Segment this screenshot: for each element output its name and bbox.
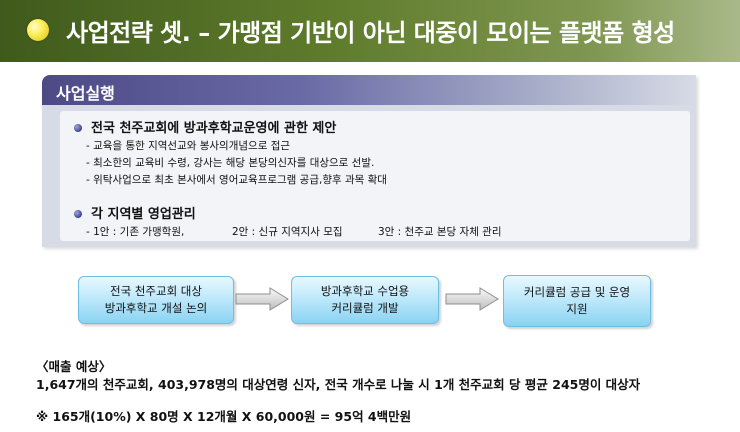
bullet-icon [74,209,82,218]
flow-step-text: 방과후학교 개설 논의 [104,301,208,315]
section-heading: 각 지역별 영업관리 [74,203,196,222]
option-item: 3안 : 천주교 본당 자체 관리 [378,226,502,238]
business-execution-panel: 사업실행 전국 천주교회에 방과후학교운영에 관한 제안 - 교육을 통한 지역… [42,75,696,247]
flow-step-text: 커리큘럼 공급 및 운영 [523,285,631,299]
flow-step-text: 전국 천주교회 대상 [110,284,202,298]
panel-body: 전국 천주교회에 방과후학교운영에 관한 제안 - 교육을 통한 지역선교와 봉… [60,111,690,241]
sales-heading: 〈매출 예상〉 [36,359,112,374]
panel-tab-label: 사업실행 [56,84,115,103]
section-title: 전국 천주교회에 방과후학교운영에 관한 제안 [91,121,337,136]
option-row: - 1안 : 기존 가맹학원, 2안 : 신규 지역지사 모집 3안 : 천주교 본… [86,224,502,239]
section-heading: 전국 천주교회에 방과후학교운영에 관한 제안 [74,117,336,136]
flow-step-1: 전국 천주교회 대상 방과후학교 개설 논의 [78,276,234,324]
flow-step-text: 지원 [566,302,588,316]
list-item: - 위탁사업으로 최초 본사에서 영어교육프로그램 공급,향후 과목 확대 [86,174,387,186]
section-title: 각 지역별 영업관리 [91,207,196,222]
panel-tab: 사업실행 [42,75,696,105]
header-bar: 사업전략 셋. – 가맹점 기반이 아닌 대중이 모이는 플랫폼 형성 [0,0,740,62]
page-title: 사업전략 셋. – 가맹점 기반이 아닌 대중이 모이는 플랫폼 형성 [66,19,675,47]
list-item: - 교육을 통한 지역선교와 봉사의개념으로 접근 [86,140,291,152]
flow-step-3: 커리큘럼 공급 및 운영 지원 [503,275,651,327]
flow-step-text: 커리큘럼 개발 [331,301,399,315]
arrow-right-icon [235,287,289,311]
option-item: 2안 : 신규 지역지사 모집 [232,226,343,238]
sales-formula: ※ 165개(10%) X 80명 X 12개월 X 60,000원 = 95억… [36,409,412,424]
flow-step-text: 방과후학교 수업용 [320,284,410,298]
flow-step-2: 방과후학교 수업용 커리큘럼 개발 [291,276,439,324]
sales-line: 1,647개의 천주교회, 403,978명의 대상연령 신자, 전국 개수로 … [36,377,641,392]
bullet-circle-icon [27,19,49,41]
list-item: - 최소한의 교육비 수령, 강사는 해당 본당의신자를 대상으로 선발. [86,157,375,169]
bullet-icon [74,123,82,132]
option-item: - 1안 : 기존 가맹학원, [86,226,185,238]
arrow-right-icon [445,287,499,311]
